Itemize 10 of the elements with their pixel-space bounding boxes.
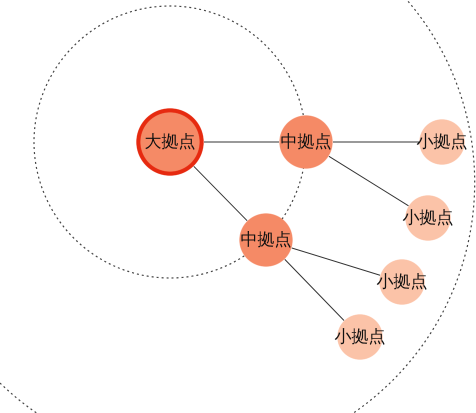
connector-line (284, 258, 344, 321)
connector-line (291, 247, 381, 276)
hub-label: 中拠点 (280, 134, 332, 150)
hub-label: 大拠点 (144, 134, 196, 150)
hub-label: 小拠点 (334, 328, 386, 346)
hub-label: 小拠点 (376, 274, 428, 290)
hub-label: 小拠点 (402, 210, 454, 226)
hub-label: 小拠点 (416, 134, 468, 150)
connector-line (328, 156, 409, 206)
hub-label: 中拠点 (240, 232, 292, 248)
